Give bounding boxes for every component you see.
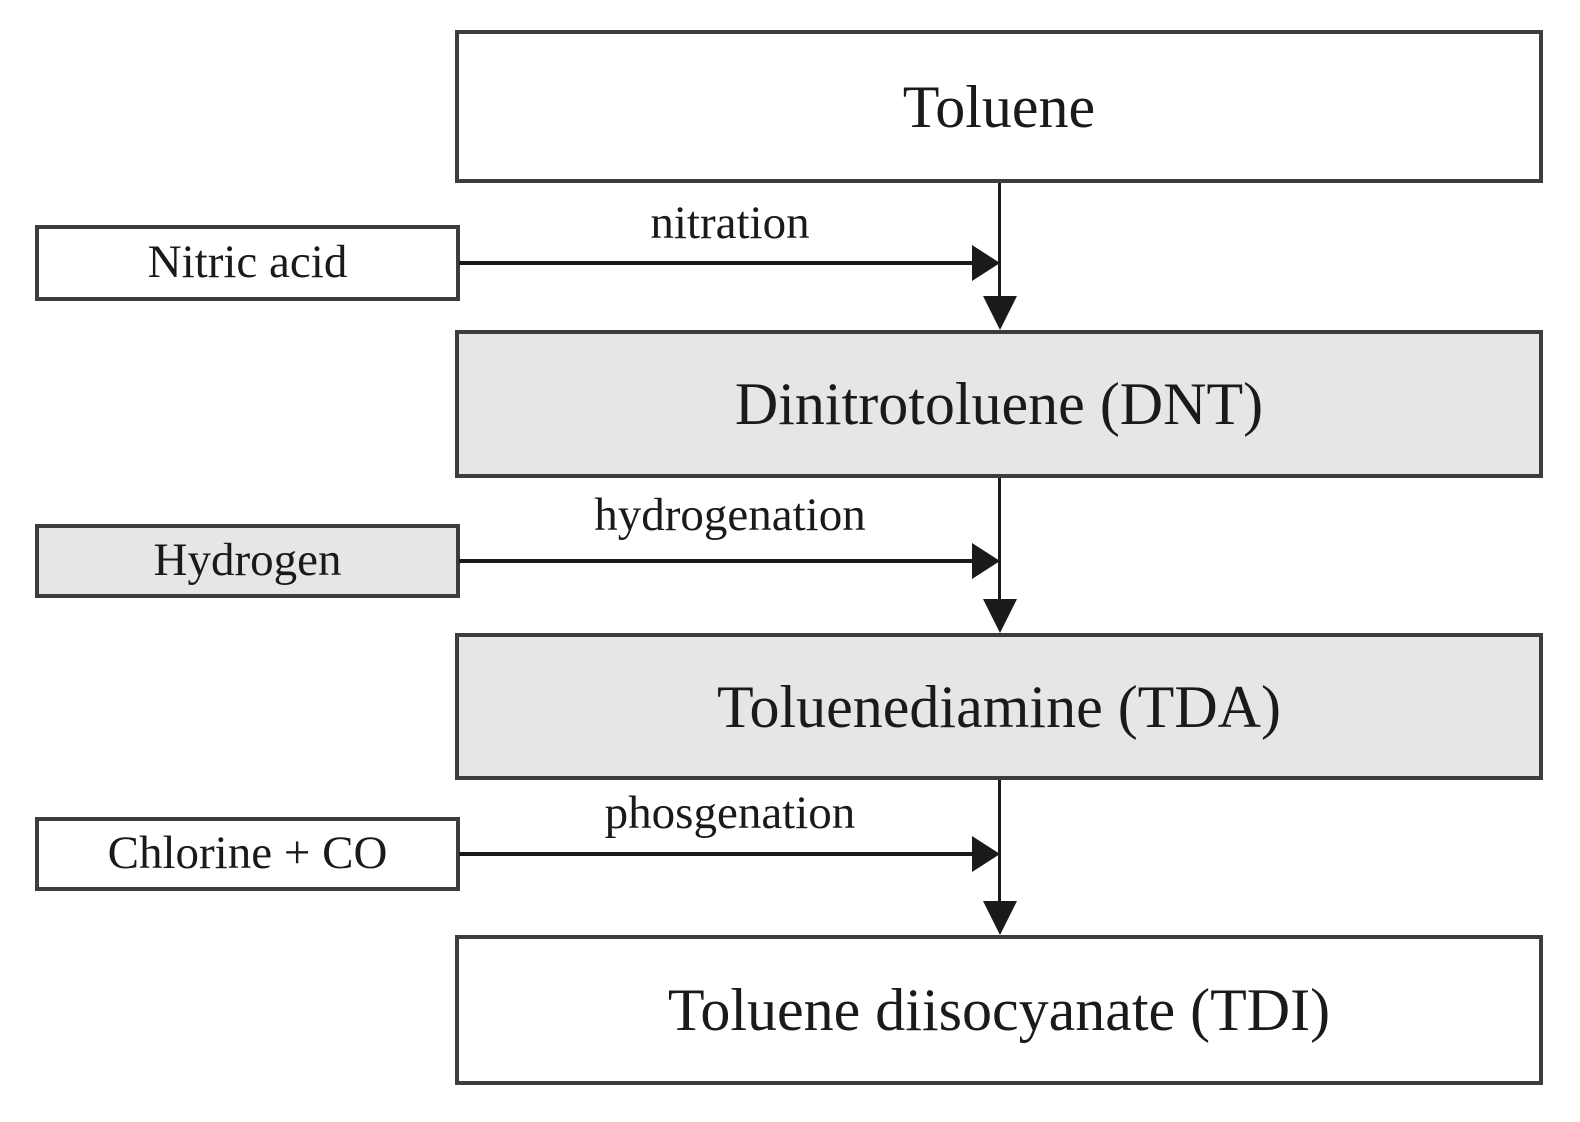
node-hydrogen-label: Hydrogen bbox=[153, 534, 342, 587]
process-label-phosgenation: phosgenation bbox=[604, 787, 856, 839]
node-toluenediamine-label: Toluenediamine (TDA) bbox=[717, 673, 1281, 740]
process-label-nitration: nitration bbox=[650, 197, 810, 249]
down-arrowhead-icon bbox=[983, 599, 1017, 633]
right-arrowhead-icon bbox=[972, 245, 1000, 281]
connector-nitric-acid-line bbox=[459, 261, 972, 265]
node-nitric-acid: Nitric acid bbox=[35, 225, 460, 301]
right-arrowhead-icon bbox=[972, 543, 1000, 579]
node-dinitrotoluene-label: Dinitrotoluene (DNT) bbox=[734, 371, 1264, 437]
node-toluenediamine: Toluenediamine (TDA) bbox=[455, 633, 1543, 780]
node-toluene-diisocyanate: Toluene diisocyanate (TDI) bbox=[455, 935, 1543, 1085]
connector-chlorine-co-line bbox=[459, 852, 972, 856]
process-label-hydrogenation: hydrogenation bbox=[594, 489, 866, 541]
connector-dnt-tda-line bbox=[998, 478, 1001, 601]
node-hydrogen: Hydrogen bbox=[35, 524, 460, 598]
node-nitric-acid-label: Nitric acid bbox=[147, 236, 348, 289]
node-toluene-diisocyanate-label: Toluene diisocyanate (TDI) bbox=[667, 977, 1331, 1043]
node-chlorine-co: Chlorine + CO bbox=[35, 817, 460, 891]
node-toluene: Toluene bbox=[455, 30, 1543, 183]
connector-hydrogen-line bbox=[459, 559, 972, 563]
down-arrowhead-icon bbox=[983, 296, 1017, 330]
node-chlorine-co-label: Chlorine + CO bbox=[107, 827, 388, 880]
right-arrowhead-icon bbox=[972, 836, 1000, 872]
node-toluene-label: Toluene bbox=[902, 73, 1096, 140]
node-dinitrotoluene: Dinitrotoluene (DNT) bbox=[455, 330, 1543, 478]
down-arrowhead-icon bbox=[983, 901, 1017, 935]
connector-toluene-dnt-line bbox=[998, 183, 1001, 298]
